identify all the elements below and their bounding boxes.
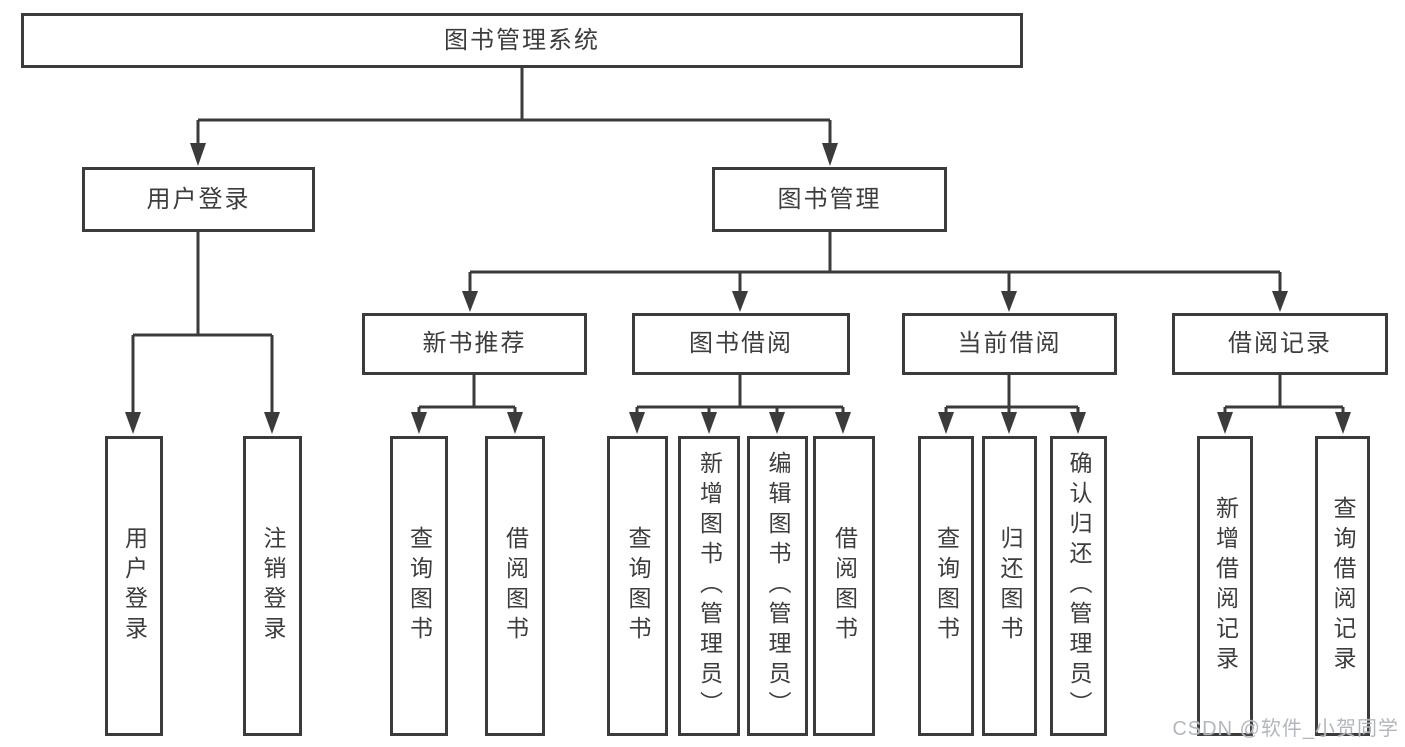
connector-user-login-children bbox=[125, 232, 280, 434]
leaf-query-borrow-record: 查询借阅记录 bbox=[1315, 436, 1370, 736]
leaf-add-book-admin: 新增图书（管理员） bbox=[678, 436, 740, 736]
leaf-borrow-books-recommend: 借阅图书 bbox=[485, 436, 545, 736]
csdn-watermark: CSDN @软件_小贺同学 bbox=[1172, 718, 1399, 740]
leaf-user-login: 用户登录 bbox=[105, 436, 163, 736]
connector-root-to-level1 bbox=[190, 68, 838, 166]
connector-book-management-children bbox=[462, 232, 1288, 312]
connector-book-borrowing-children bbox=[629, 375, 851, 434]
node-borrowing-records: 借阅记录 bbox=[1172, 313, 1388, 375]
leaf-query-books-recommend: 查询图书 bbox=[390, 436, 448, 736]
node-book-borrowing: 图书借阅 bbox=[632, 313, 850, 375]
connector-new-book-recommend-children bbox=[411, 375, 523, 434]
leaf-confirm-return-admin: 确认归还（管理员） bbox=[1050, 436, 1107, 736]
leaf-borrow-books-borrowing: 借阅图书 bbox=[813, 436, 875, 736]
leaf-query-books-current: 查询图书 bbox=[918, 436, 974, 736]
node-new-book-recommend: 新书推荐 bbox=[362, 313, 587, 375]
node-user-login: 用户登录 bbox=[82, 167, 315, 232]
leaf-logout: 注销登录 bbox=[243, 436, 302, 736]
leaf-query-books-borrowing: 查询图书 bbox=[607, 436, 668, 736]
connector-borrowing-records-children bbox=[1217, 375, 1351, 434]
leaf-add-borrow-record: 新增借阅记录 bbox=[1197, 436, 1253, 736]
leaf-edit-book-admin: 编辑图书（管理员） bbox=[747, 436, 808, 736]
node-current-borrowing: 当前借阅 bbox=[902, 313, 1117, 375]
node-book-management: 图书管理 bbox=[712, 167, 947, 232]
connector-current-borrowing-children bbox=[938, 375, 1086, 434]
leaf-return-book: 归还图书 bbox=[982, 436, 1037, 736]
node-library-management-system: 图书管理系统 bbox=[21, 13, 1023, 68]
